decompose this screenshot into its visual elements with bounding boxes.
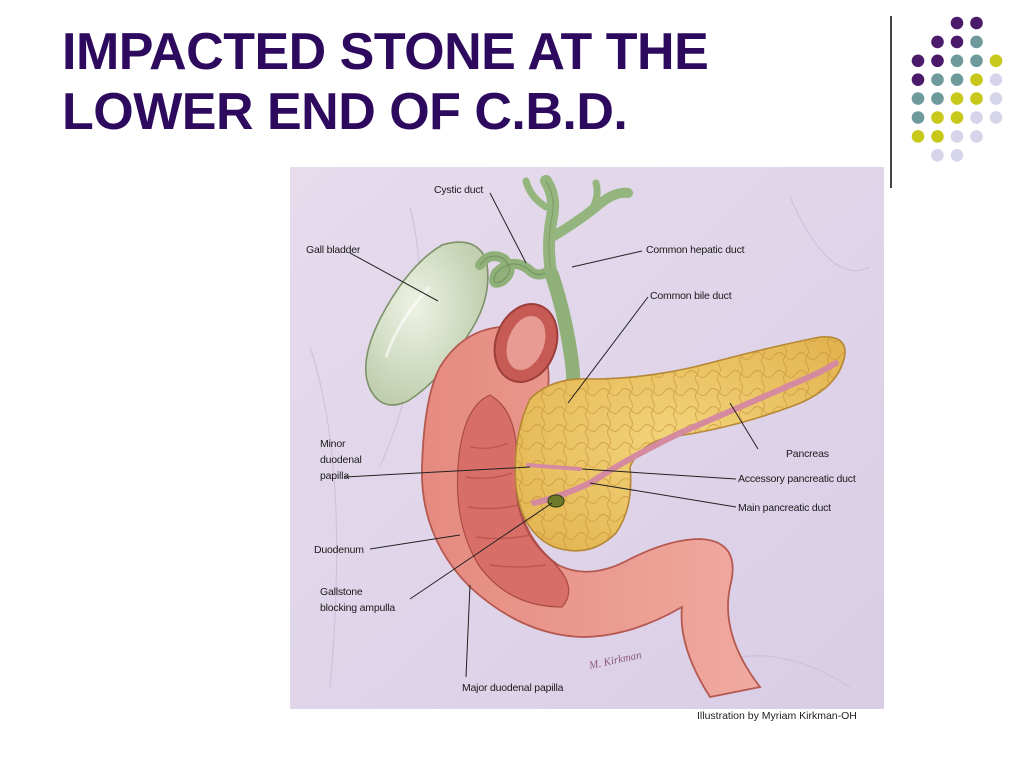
decor-dot <box>931 149 944 162</box>
decor-dot <box>931 92 944 105</box>
label-gallstone-line1: Gallstone <box>320 586 363 598</box>
decor-dot <box>950 92 964 105</box>
main-pancreatic-duct <box>531 360 839 506</box>
decor-dot <box>931 73 944 86</box>
decor-dot <box>970 16 983 30</box>
decor-dot <box>950 149 964 162</box>
illustration-credit: Illustration by Myriam Kirkman-OH <box>697 710 857 722</box>
accessory-pancreatic-duct <box>526 463 582 471</box>
decor-dot <box>989 54 1003 68</box>
decor-dot <box>989 111 1003 124</box>
label-minor-papilla-line1: Minor <box>320 438 346 450</box>
anatomy-illustration: M. Kirkman Cystic duct Gall bladder Comm… <box>290 167 884 709</box>
slide-title: IMPACTED STONE AT THE LOWER END OF C.B.D… <box>62 22 862 142</box>
decor-dot <box>911 111 925 124</box>
label-gall-bladder: Gall bladder <box>306 244 361 256</box>
decor-dot <box>911 73 925 86</box>
decor-dot <box>911 54 925 68</box>
title-line-2: LOWER END OF C.B.D. <box>62 83 628 141</box>
decor-dot <box>970 92 983 105</box>
label-minor-papilla-line2: duodenal <box>320 454 362 466</box>
decor-dot <box>950 73 964 86</box>
decor-dot <box>950 54 964 68</box>
label-pancreas: Pancreas <box>786 448 829 460</box>
decor-dot <box>911 130 925 143</box>
label-accessory-pancreatic-duct: Accessory pancreatic duct <box>738 473 856 485</box>
decor-dot <box>950 130 964 143</box>
decor-dot <box>970 111 983 124</box>
label-duodenum: Duodenum <box>314 544 364 556</box>
decor-dot <box>989 92 1003 105</box>
decor-divider <box>890 16 892 188</box>
common-hepatic-duct <box>522 175 633 283</box>
decor-dot <box>950 16 964 30</box>
label-common-bile-duct: Common bile duct <box>650 290 732 302</box>
label-main-pancreatic-duct: Main pancreatic duct <box>738 502 831 514</box>
decor-dot <box>931 130 944 143</box>
decor-dot <box>970 130 983 143</box>
label-cystic-duct: Cystic duct <box>434 184 483 196</box>
label-minor-papilla-line3: papilla <box>320 470 349 482</box>
decor-dot <box>911 92 925 105</box>
decor-dot <box>950 35 964 49</box>
decor-dot <box>931 54 944 68</box>
label-gallstone-line2: blocking ampulla <box>320 602 395 614</box>
label-common-hepatic-duct: Common hepatic duct <box>646 244 745 256</box>
decor-dot <box>970 35 983 49</box>
decor-dot <box>931 111 944 124</box>
decor-dot <box>989 73 1003 86</box>
gallstone <box>547 494 565 508</box>
label-major-duodenal-papilla: Major duodenal papilla <box>462 682 564 694</box>
decor-dot <box>931 35 944 49</box>
decor-dot <box>970 54 983 68</box>
title-line-1: IMPACTED STONE AT THE <box>62 23 709 81</box>
decor-dot <box>970 73 983 86</box>
decor-dot <box>950 111 964 124</box>
